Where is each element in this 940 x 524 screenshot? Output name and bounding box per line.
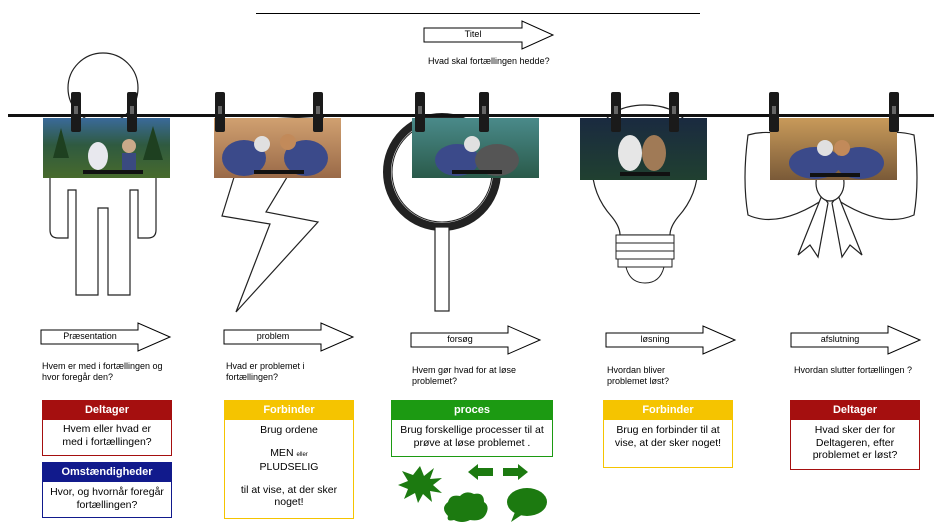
card-forbinder-1-men: MEN: [270, 446, 294, 459]
clothespin-icon: [611, 92, 621, 132]
card-deltager-1-head: Deltager: [43, 401, 171, 420]
card-forbinder-1: Forbinder Brug ordene MEN eller PLUDSELI…: [224, 400, 354, 519]
card-deltager-2: Deltager Hvad sker der for Deltageren, e…: [790, 400, 920, 470]
step-question-2: Hvad er problemet i fortællingen?: [226, 361, 305, 382]
card-deltager-2-head: Deltager: [791, 401, 919, 420]
step-label-2: problem: [256, 331, 290, 341]
step-arrow-3: [410, 325, 542, 355]
photo-4: [580, 118, 707, 180]
photo-3: [412, 118, 539, 178]
clothespin-icon: [669, 92, 679, 132]
card-forbinder-1-line1: Brug ordene: [260, 424, 318, 436]
card-deltager-1: Deltager Hvem eller hvad er med i fortæl…: [42, 400, 172, 456]
clothespin-icon: [769, 92, 779, 132]
step-label-1: Præsentation: [63, 331, 117, 341]
step-arrow-5: [790, 325, 922, 355]
card-forbinder-1-pludselig: PLUDSELIG: [259, 461, 319, 473]
speech-bubble-icon: [507, 488, 547, 522]
step-arrow-1: [40, 322, 172, 352]
card-forbinder-2-body: Brug en forbinder til at vise, at der sk…: [614, 424, 722, 449]
cloud-icon: [444, 492, 488, 522]
clothesline: [8, 114, 934, 117]
clothespin-icon: [127, 92, 137, 132]
title-arrow-label: Titel: [464, 29, 482, 39]
title-line: [256, 13, 700, 14]
clothespin-icon: [479, 92, 489, 132]
card-deltager-2-body: Hvad sker der for Deltageren, efter prob…: [812, 424, 898, 461]
card-omstaendigheder-body: Hvor, og hvornår foregår fortællingen?: [50, 486, 164, 511]
step-question-5: Hvordan slutter fortællingen ?: [794, 365, 913, 375]
card-proces: proces Brug forskellige processer til at…: [391, 400, 553, 457]
card-forbinder-1-body: Brug ordene MEN eller PLUDSELIG til at v…: [225, 420, 353, 509]
card-forbinder-2: Forbinder Brug en forbinder til at vise,…: [603, 400, 733, 468]
clothespin-icon: [215, 92, 225, 132]
step-label-5: afslutning: [820, 334, 860, 344]
clothespin-icon: [415, 92, 425, 132]
step-label-4: løsning: [640, 334, 670, 344]
photo-5: [770, 118, 897, 180]
card-forbinder-2-head: Forbinder: [604, 401, 732, 420]
step-question-1: Hvem er med i fortællingen og hvor foreg…: [42, 361, 163, 382]
clothespin-icon: [313, 92, 323, 132]
card-deltager-1-body: Hvem eller hvad er med i fortællingen?: [62, 423, 152, 448]
title-question: Hvad skal fortællingen hedde?: [428, 56, 550, 66]
clothespin-icon: [71, 92, 81, 132]
starburst-icon: [398, 466, 442, 503]
photo-1: [43, 118, 170, 178]
card-forbinder-1-head: Forbinder: [225, 401, 353, 420]
step-arrow-4: [605, 325, 737, 355]
card-omstaendigheder-head: Omstændigheder: [43, 463, 171, 482]
title-arrow: [423, 20, 555, 50]
card-proces-head: proces: [392, 401, 552, 420]
step-question-4: Hvordan bliver problemet løst?: [607, 365, 670, 386]
step-question-3: Hvem gør hvad for at løse problemet?: [412, 365, 517, 386]
card-forbinder-1-eller: eller: [296, 451, 308, 458]
card-forbinder-1-line3: til at vise, at der sker noget!: [240, 483, 338, 509]
card-omstaendigheder: Omstændigheder Hvor, og hvornår foregår …: [42, 462, 172, 518]
card-forbinder-1-men-line: MEN eller: [225, 447, 353, 462]
clothespin-icon: [889, 92, 899, 132]
card-proces-body: Brug forskellige processer til at prøve …: [400, 424, 544, 449]
step-label-3: forsøg: [447, 334, 473, 344]
step-arrow-2: [223, 322, 355, 352]
left-right-arrows-icon: [468, 464, 528, 480]
